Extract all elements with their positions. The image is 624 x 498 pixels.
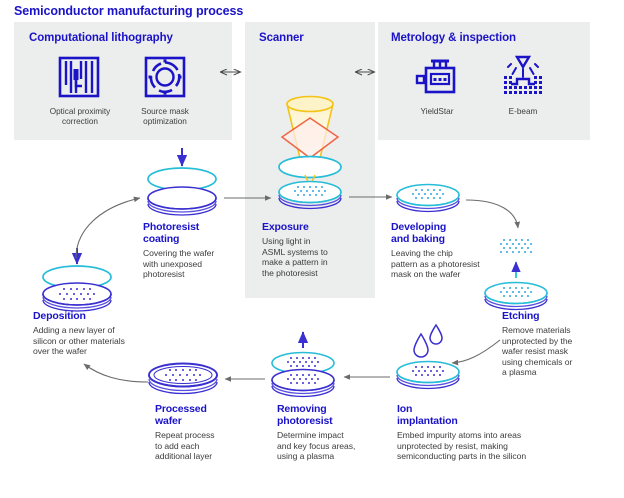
wafer-photoresist-coating	[147, 148, 217, 216]
panel-title-scanner: Scanner	[259, 32, 304, 44]
step-title-exposure: Exposure	[262, 221, 362, 234]
step-body-line: Repeat process	[155, 430, 215, 440]
step-body-line: unprotected by the	[502, 335, 573, 346]
step-body-line: Using light in	[262, 236, 311, 246]
step-title-etching: Etching	[502, 310, 602, 323]
step-body-line: using chemicals or	[502, 356, 573, 367]
panel-metrology-inspection	[378, 22, 590, 140]
step-body-line: and key focus areas,	[277, 440, 356, 451]
step-body-ion-implantation: Embed impurity atoms into areas unprotec…	[397, 430, 572, 462]
step-title-developing-line1: Developing	[391, 221, 447, 233]
icon-caption-ebeam: E-beam	[485, 107, 561, 117]
icon-caption-yieldstar-line1: YieldStar	[420, 107, 454, 116]
step-title-developing-line2: and baking	[391, 232, 445, 245]
wafer-developing-and-baking	[396, 183, 460, 213]
step-title-ion-line2: implantation	[397, 414, 458, 427]
step-body-line: mask on the wafer	[391, 269, 461, 280]
step-body-removing-photoresist: Determine impact and key focus areas, us…	[277, 430, 389, 462]
icon-caption-opc-line1: Optical proximity	[49, 107, 111, 116]
icon-caption-smo: Source mask optimization	[126, 107, 204, 127]
arrow-deposition-to-photoresist	[75, 196, 141, 259]
step-title-removing-line2: photoresist	[277, 414, 333, 427]
step-title-photoresist-coating: Photoresist coating	[143, 221, 243, 245]
step-title-processed-wafer: Processed wafer	[155, 403, 255, 427]
page-title: Semiconductor manufacturing process	[14, 4, 244, 18]
step-body-line: make a pattern in	[262, 257, 328, 268]
e-beam-icon	[504, 55, 542, 94]
step-title-ion-implantation: Ion implantation	[397, 403, 507, 427]
icon-caption-smo-line2: optimization	[143, 117, 187, 126]
panel-title-metrology-inspection: Metrology & inspection	[391, 32, 516, 44]
step-title-ion-line1: Ion	[397, 403, 413, 415]
panel-computational-lithography	[14, 22, 232, 140]
icon-caption-opc-line2: correction	[62, 117, 98, 126]
step-body-line: using a plasma	[277, 451, 335, 462]
arrow-processed-to-deposition	[83, 363, 149, 383]
step-title-photoresist-coating-line1: Photoresist	[143, 221, 200, 233]
step-body-etching: Remove materials unprotected by the wafe…	[502, 325, 612, 378]
step-body-processed-wafer: Repeat process to add each additional la…	[155, 430, 260, 462]
step-title-deposition-line1: Deposition	[33, 310, 86, 322]
step-title-processed-line2: wafer	[155, 414, 182, 427]
optical-proximity-correction-icon	[58, 56, 100, 98]
yieldstar-icon	[415, 59, 456, 94]
step-body-line: the photoresist	[262, 267, 318, 278]
step-title-processed-line1: Processed	[155, 403, 207, 415]
step-body-line: with unexposed	[143, 258, 203, 269]
step-title-etching-line1: Etching	[502, 310, 540, 322]
illustration-ion-implantation	[396, 323, 460, 390]
step-body-line: Determine impact	[277, 430, 344, 440]
illustration-removing-photoresist	[271, 331, 335, 398]
step-body-line: Remove materials	[502, 325, 571, 335]
icon-caption-smo-line1: Source mask	[141, 107, 189, 116]
arrow-etching-to-ion-implantation	[451, 339, 501, 366]
wafer-processed	[148, 362, 218, 395]
step-body-photoresist-coating: Covering the wafer with unexposed photor…	[143, 248, 248, 280]
icon-caption-ebeam-line1: E-beam	[508, 107, 538, 116]
step-title-developing-and-baking: Developing and baking	[391, 221, 501, 245]
step-title-photoresist-coating-line2: coating	[143, 232, 180, 245]
step-body-line: Leaving the chip	[391, 248, 453, 258]
panel-title-computational-lithography: Computational lithography	[29, 32, 173, 44]
icon-caption-opc: Optical proximity correction	[39, 107, 121, 127]
step-body-developing-and-baking: Leaving the chip pattern as a photoresis…	[391, 248, 516, 280]
step-title-removing-photoresist: Removing photoresist	[277, 403, 387, 427]
step-body-line: over the wafer	[33, 346, 87, 357]
step-body-line: pattern as a photoresist	[391, 258, 480, 269]
step-body-line: Covering the wafer	[143, 248, 215, 258]
step-body-line: Adding a new layer of	[33, 325, 115, 335]
step-body-line: silicon or other materials	[33, 335, 125, 346]
step-body-line: additional layer	[155, 451, 213, 462]
step-body-line: Embed impurity atoms into areas	[397, 430, 522, 440]
step-body-line: ASML systems to	[262, 246, 328, 257]
step-title-exposure-line1: Exposure	[262, 221, 309, 233]
step-body-line: wafer resist mask	[502, 346, 569, 357]
step-body-line: a plasma	[502, 367, 537, 378]
step-body-line: to add each	[155, 440, 200, 451]
step-body-line: semiconducting parts in the silicon	[397, 451, 527, 462]
step-body-deposition: Adding a new layer of silicon or other m…	[33, 325, 158, 357]
step-body-exposure: Using light in ASML systems to make a pa…	[262, 236, 362, 278]
illustration-deposition	[42, 248, 112, 312]
step-body-line: photoresist	[143, 269, 185, 280]
step-title-deposition: Deposition	[33, 310, 133, 323]
step-title-removing-line1: Removing	[277, 403, 327, 415]
source-mask-optimization-icon	[144, 56, 186, 98]
icon-caption-yieldstar: YieldStar	[399, 107, 475, 117]
step-body-line: unprotected by resist, making	[397, 440, 508, 451]
